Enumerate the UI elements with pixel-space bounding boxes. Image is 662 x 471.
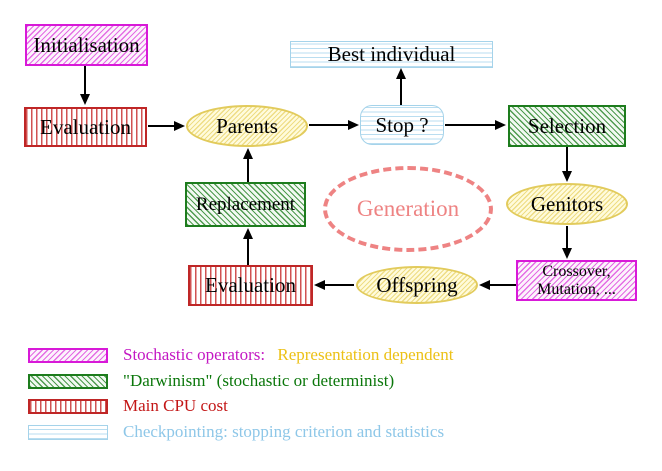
legend-swatch-darwinism bbox=[28, 374, 108, 389]
node-evaluation-top: Evaluation bbox=[24, 107, 147, 147]
legend-text-stochastic: Stochastic operators: bbox=[123, 345, 266, 364]
legend-label-cpu-cost: Main CPU cost bbox=[123, 396, 228, 415]
legend-swatch-cpu-cost bbox=[28, 399, 108, 414]
legend-swatch-checkpointing bbox=[28, 425, 108, 440]
node-replacement: Replacement bbox=[185, 182, 306, 227]
node-best-individual: Best individual bbox=[290, 41, 493, 68]
node-crossover-mutation: Crossover, Mutation, ... bbox=[516, 260, 637, 301]
crossover-line1: Crossover, bbox=[542, 262, 611, 280]
legend-label-stochastic-operators: Stochastic operators: Representation dep… bbox=[123, 345, 453, 365]
node-genitors: Genitors bbox=[506, 183, 628, 225]
node-selection: Selection bbox=[508, 105, 626, 147]
node-offspring: Offspring bbox=[356, 266, 478, 304]
node-generation: Generation bbox=[323, 166, 493, 252]
legend-swatch-stochastic-operators bbox=[28, 348, 108, 363]
legend-label-checkpointing: Checkpointing: stopping criterion and st… bbox=[123, 422, 445, 441]
crossover-line2: Mutation, ... bbox=[537, 280, 616, 298]
legend-label-darwinism: "Darwinism" (stochastic or determinist) bbox=[123, 371, 395, 390]
node-stop: Stop ? bbox=[360, 105, 444, 145]
legend-text-representation: Representation dependent bbox=[277, 345, 454, 364]
node-initialisation: Initialisation bbox=[25, 24, 148, 66]
node-parents: Parents bbox=[186, 105, 308, 147]
node-evaluation-bottom: Evaluation bbox=[188, 265, 313, 306]
